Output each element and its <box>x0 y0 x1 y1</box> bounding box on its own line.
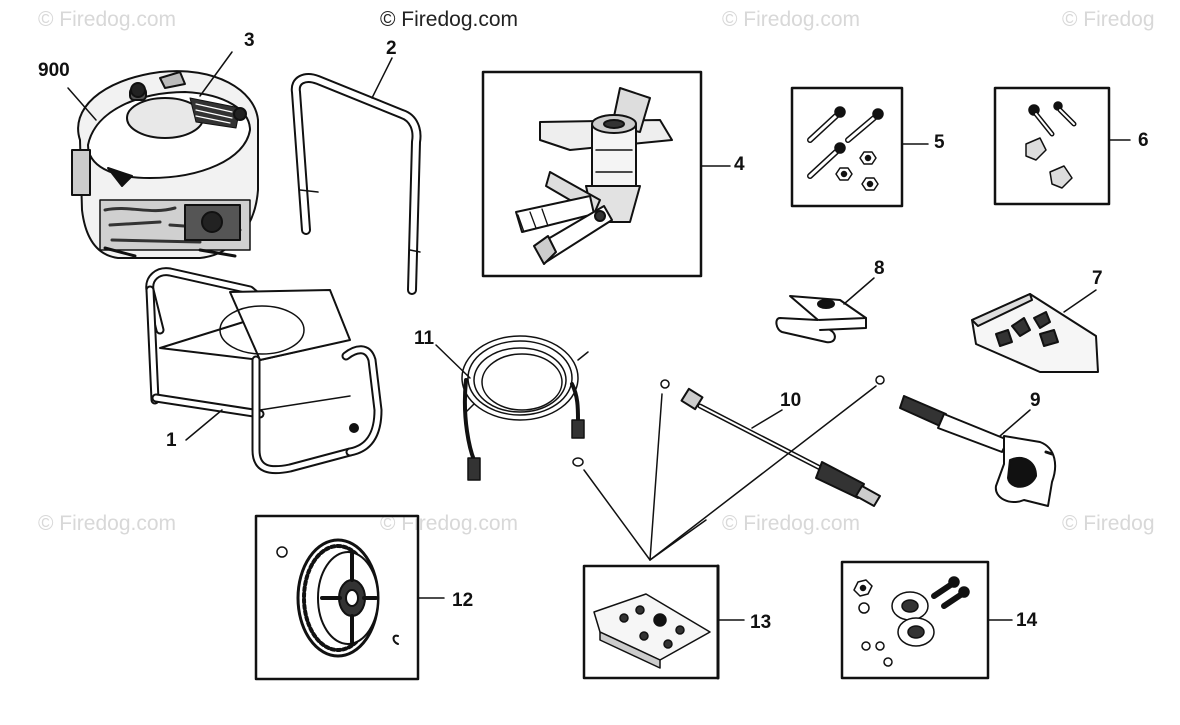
pump-box <box>481 70 703 278</box>
bolts-box <box>790 86 904 208</box>
watermark: © Firedog.com <box>38 8 177 31</box>
watermark: © Firedog.com <box>38 512 177 535</box>
engine-icon <box>71 70 259 259</box>
callout-8: 8 <box>874 258 885 279</box>
watermark: © Firedog <box>1062 8 1155 31</box>
frame-icon <box>145 267 383 475</box>
leader-line <box>843 277 875 305</box>
leader-line <box>371 57 393 99</box>
callout-9: 9 <box>1030 390 1041 411</box>
watermark: © Firedog.com <box>722 512 861 535</box>
leader-line <box>751 409 783 429</box>
o-ring-kit-icon <box>593 593 711 669</box>
callout-7: 7 <box>1092 268 1103 289</box>
leader-line <box>1063 289 1097 313</box>
callout-3: 3 <box>244 30 255 51</box>
callout-10: 10 <box>780 390 802 411</box>
watermark: © Firedog.com <box>380 512 519 535</box>
leader-line <box>435 344 471 379</box>
callout-6: 6 <box>1138 130 1149 151</box>
callout-11: 11 <box>414 328 435 349</box>
wheel-icon <box>276 538 399 658</box>
handle-icon <box>290 73 422 295</box>
leader-line <box>67 87 97 121</box>
watermark: © Firedog <box>1062 512 1155 535</box>
pump-icon <box>515 87 673 265</box>
callout-12: 12 <box>452 590 474 611</box>
leader-line <box>185 409 223 441</box>
spray-gun-icon <box>875 375 1057 507</box>
callout-4: 4 <box>734 154 745 175</box>
bolts-icon <box>807 106 884 191</box>
o-ring-leaders <box>583 385 877 561</box>
watermark: © Firedog.com <box>722 8 861 31</box>
leader-line <box>199 51 233 97</box>
bracket-icon <box>775 295 867 344</box>
callout-1: 1 <box>166 430 177 451</box>
leader-line <box>999 409 1031 437</box>
callout-2: 2 <box>386 38 397 59</box>
callout-900: 900 <box>38 60 70 81</box>
knob-bolts-box <box>993 86 1111 206</box>
callout-5: 5 <box>934 132 945 153</box>
callout-14: 14 <box>1016 610 1038 631</box>
watermark-main: © Firedog.com <box>380 8 519 31</box>
knob-bolts-icon <box>1025 101 1077 189</box>
wheel-hardware-icon <box>853 576 970 667</box>
wand-icon <box>572 379 881 507</box>
callout-13: 13 <box>750 612 772 633</box>
hose-icon <box>461 335 589 481</box>
nozzle-pack-icon <box>971 293 1099 373</box>
